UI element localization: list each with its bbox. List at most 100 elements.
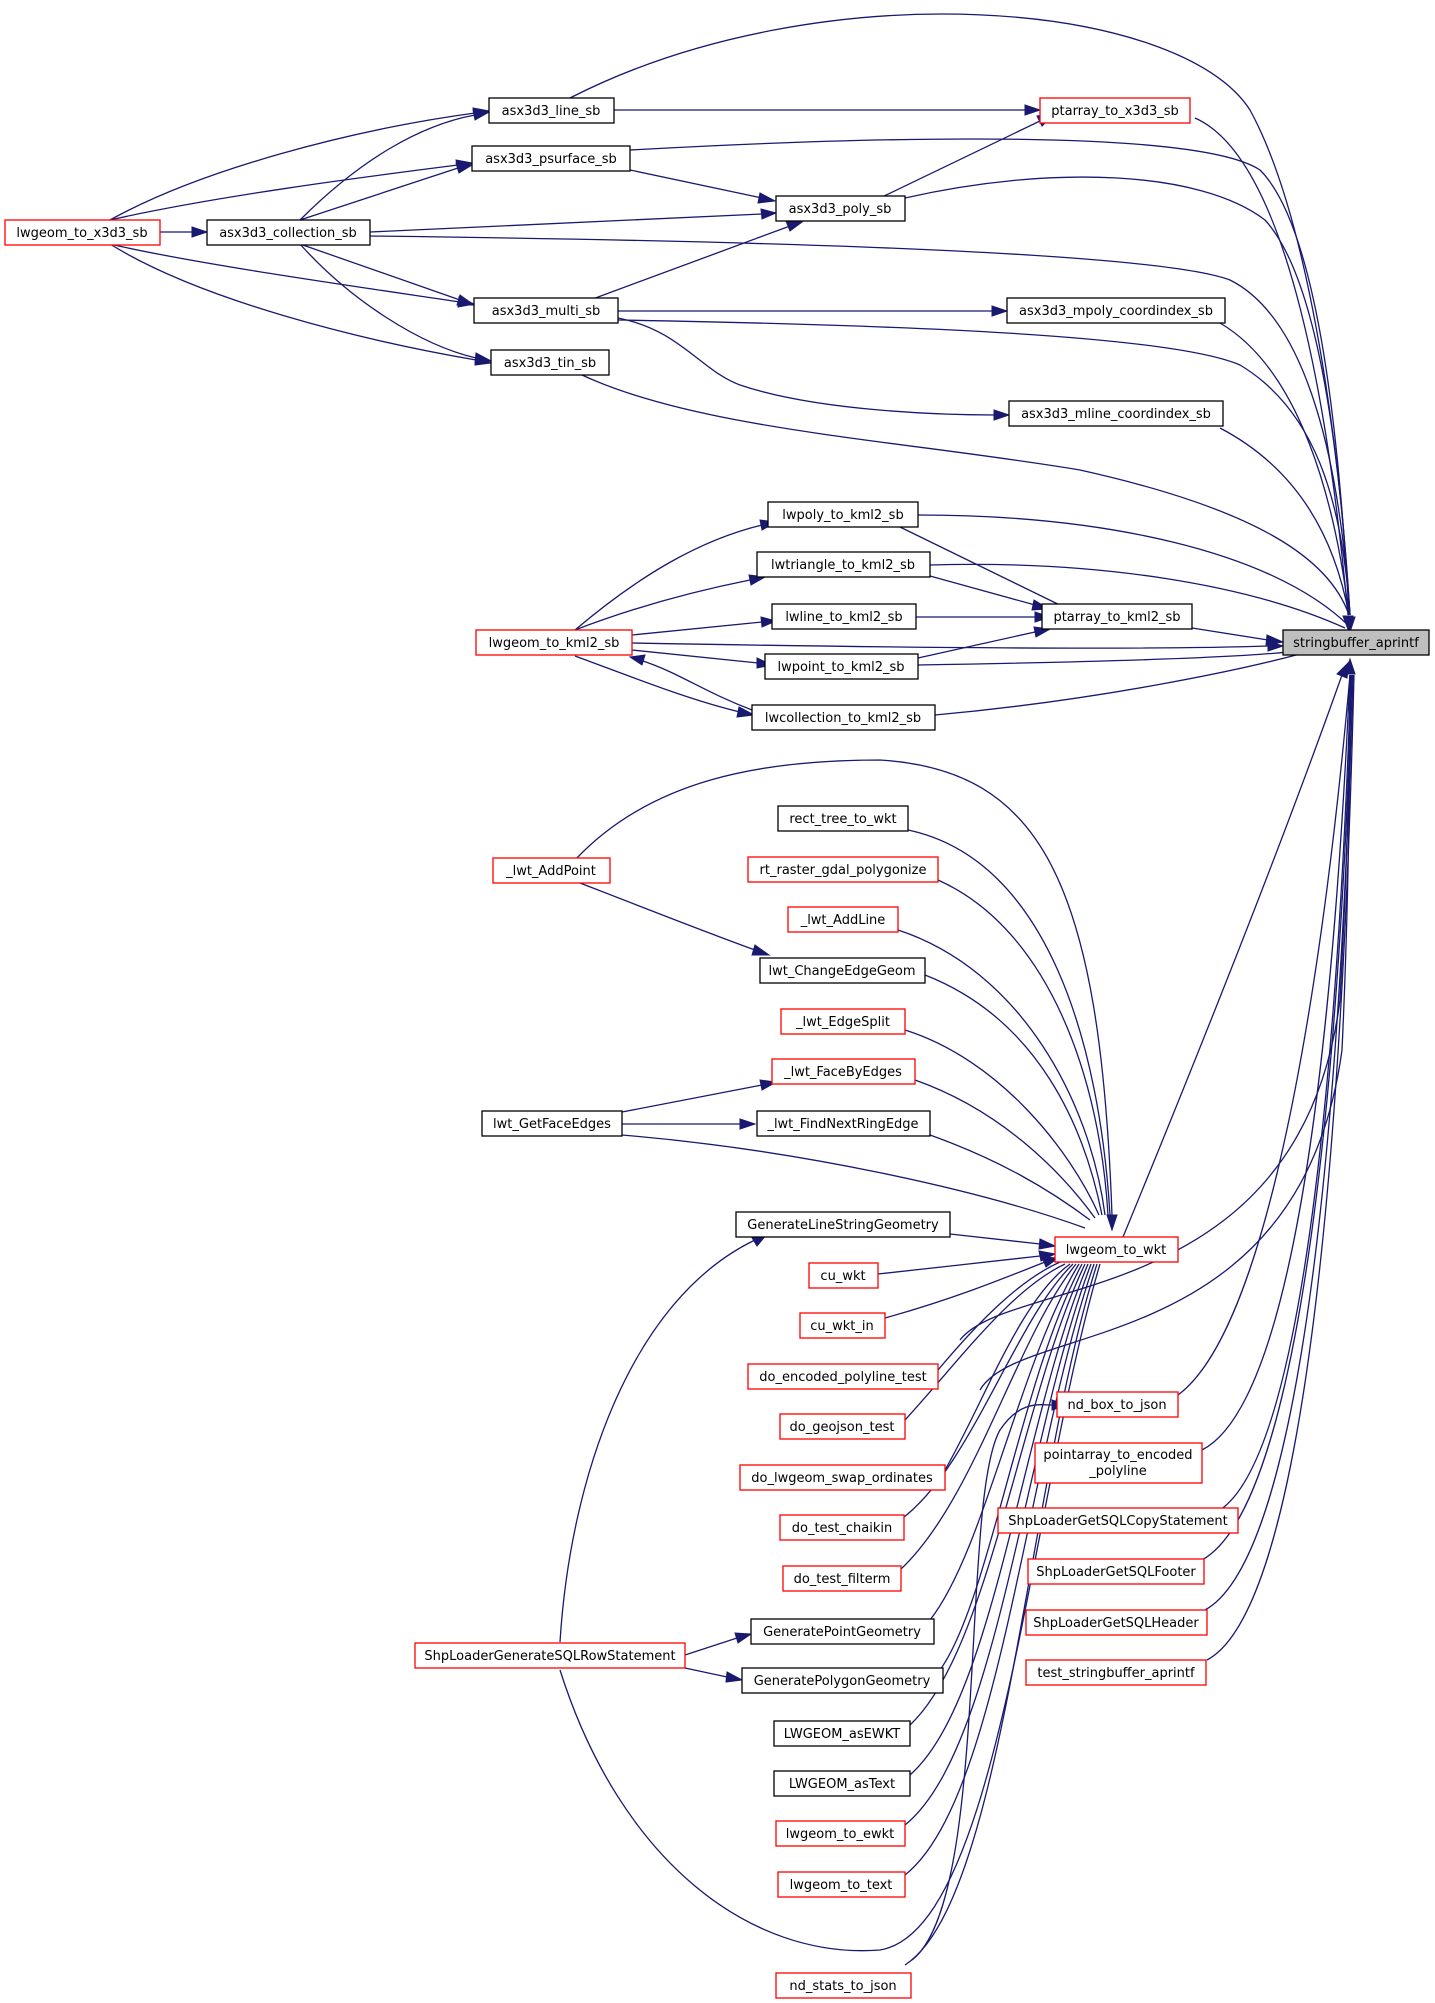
svg-text:ShpLoaderGenerateSQLRowStateme: ShpLoaderGenerateSQLRowStatement bbox=[424, 1649, 675, 1664]
svg-text:cu_wkt_in: cu_wkt_in bbox=[810, 1319, 874, 1334]
node-cu-wkt[interactable]: cu_wkt bbox=[808, 1262, 879, 1289]
node-asx3d3-multi-sb[interactable]: asx3d3_multi_sb bbox=[473, 297, 619, 324]
node-lwt-facebyedges[interactable]: _lwt_FaceByEdges bbox=[771, 1058, 916, 1085]
call-edges bbox=[109, 13, 1356, 1966]
svg-text:lwcollection_to_kml2_sb: lwcollection_to_kml2_sb bbox=[765, 711, 921, 726]
node-lwpoint-to-kml2-sb[interactable]: lwpoint_to_kml2_sb bbox=[764, 653, 919, 680]
edge-lwgeom-asewkt-to-wkt bbox=[909, 1263, 1086, 1726]
edge-do-geojson-to-wkt bbox=[904, 1263, 1066, 1421]
node-rect-tree-to-wkt[interactable]: rect_tree_to_wkt bbox=[777, 805, 909, 832]
node-generatepointgeometry[interactable]: GeneratePointGeometry bbox=[750, 1618, 935, 1645]
node-ptarray-to-x3d3-sb[interactable]: ptarray_to_x3d3_sb bbox=[1039, 97, 1191, 124]
svg-text:asx3d3_psurface_sb: asx3d3_psurface_sb bbox=[485, 152, 617, 167]
node-nd-stats-to-json[interactable]: nd_stats_to_json bbox=[775, 1972, 912, 1999]
node-lwgeom-to-x3d3-sb[interactable]: lwgeom_to_x3d3_sb bbox=[4, 219, 161, 246]
node-nd-box-to-json[interactable]: nd_box_to_json bbox=[1056, 1391, 1179, 1418]
edge-lwgeom-kml2-to-stringbuffer bbox=[631, 640, 1285, 652]
node-lwgeom-to-wkt[interactable]: lwgeom_to_wkt bbox=[1054, 1236, 1179, 1263]
svg-text:do_test_filterm: do_test_filterm bbox=[794, 1572, 891, 1587]
node-lwgeom-to-ewkt[interactable]: lwgeom_to_ewkt bbox=[775, 1820, 906, 1847]
edge-lwline-to-ptarray-kml2 bbox=[916, 611, 1052, 623]
node-asx3d3-collection-sb[interactable]: asx3d3_collection_sb bbox=[206, 219, 371, 246]
node-ptarray-to-kml2-sb[interactable]: ptarray_to_kml2_sb bbox=[1041, 603, 1193, 630]
node-lwgeom-to-text[interactable]: lwgeom_to_text bbox=[777, 1871, 906, 1898]
node-asx3d3-psurface-sb[interactable]: asx3d3_psurface_sb bbox=[471, 145, 631, 172]
node-lwt-edgesplit[interactable]: _lwt_EdgeSplit bbox=[780, 1008, 906, 1035]
edge-lwtriangle-kml2-to-stringbuffer bbox=[929, 563, 1346, 629]
node-generatelinestringgeometry[interactable]: GenerateLineStringGeometry bbox=[735, 1211, 951, 1238]
node-lwline-to-kml2-sb[interactable]: lwline_to_kml2_sb bbox=[771, 603, 917, 630]
edge-arrowhead-stringbuffer-bottom bbox=[1344, 657, 1356, 675]
node-cu-wkt-in[interactable]: cu_wkt_in bbox=[799, 1312, 886, 1339]
node-lwgeom-astext[interactable]: LWGEOM_asText bbox=[773, 1770, 911, 1797]
node-lwt-findnextringedge[interactable]: _lwt_FindNextRingEdge bbox=[756, 1110, 931, 1137]
edge-psurface-to-poly bbox=[629, 169, 777, 204]
edge-shploader-row-to-generatelinestring bbox=[559, 1233, 769, 1643]
node-asx3d3-mpoly-coordindex-sb[interactable]: asx3d3_mpoly_coordindex_sb bbox=[1006, 297, 1226, 324]
edge-mpoly-to-stringbuffer bbox=[1219, 322, 1350, 616]
node-shploadergeneratesqlrowstatement[interactable]: ShpLoaderGenerateSQLRowStatement bbox=[414, 1642, 686, 1669]
node-asx3d3-tin-sb[interactable]: asx3d3_tin_sb bbox=[490, 349, 610, 376]
edge-lwgeom-kml2-to-lwcollection bbox=[574, 655, 756, 718]
svg-text:_polyline: _polyline bbox=[1088, 1464, 1146, 1479]
node-asx3d3-poly-sb[interactable]: asx3d3_poly_sb bbox=[775, 195, 906, 222]
edge-shploader-copy-to-stringbuffer bbox=[1219, 674, 1352, 1511]
svg-text:cu_wkt: cu_wkt bbox=[820, 1269, 865, 1284]
node-generatepolygongeometry[interactable]: GeneratePolygonGeometry bbox=[741, 1667, 944, 1694]
edge-lwcollection-to-lwgeom-kml2 bbox=[628, 654, 753, 711]
edge-generatepoint-to-wkt bbox=[929, 1263, 1080, 1621]
edge-collection-to-multi bbox=[299, 243, 476, 306]
svg-text:ShpLoaderGetSQLFooter: ShpLoaderGetSQLFooter bbox=[1036, 1565, 1196, 1580]
node-pointarray-to-encoded-polyline[interactable]: pointarray_to_encoded _polyline bbox=[1034, 1442, 1203, 1484]
node-shploadergetsqlcopystatement[interactable]: ShpLoaderGetSQLCopyStatement bbox=[997, 1507, 1239, 1534]
node-lwt-getfaceedges[interactable]: lwt_GetFaceEdges bbox=[481, 1110, 623, 1137]
node-lwtriangle-to-kml2-sb[interactable]: lwtriangle_to_kml2_sb bbox=[756, 551, 931, 578]
edge-x3d3-to-tin bbox=[109, 243, 493, 366]
edge-lwgeom-kml2-to-lwpoly bbox=[574, 519, 778, 631]
svg-text:GeneratePolygonGeometry: GeneratePolygonGeometry bbox=[754, 1674, 931, 1689]
node-stringbuffer-aprintf[interactable]: stringbuffer_aprintf bbox=[1282, 629, 1430, 656]
svg-text:pointarray_to_encoded: pointarray_to_encoded bbox=[1043, 1448, 1192, 1463]
edge-cu-wkt-in-to-wkt bbox=[884, 1256, 1060, 1319]
edge-lwpoly-kml2-to-stringbuffer bbox=[917, 514, 1349, 626]
svg-text:do_encoded_polyline_test: do_encoded_polyline_test bbox=[759, 1370, 926, 1385]
svg-text:nd_stats_to_json: nd_stats_to_json bbox=[789, 1979, 896, 1994]
svg-text:lwline_to_kml2_sb: lwline_to_kml2_sb bbox=[785, 610, 902, 625]
node-asx3d3-line-sb[interactable]: asx3d3_line_sb bbox=[488, 97, 615, 124]
node-lwgeom-to-kml2-sb[interactable]: lwgeom_to_kml2_sb bbox=[475, 629, 633, 656]
svg-text:asx3d3_poly_sb: asx3d3_poly_sb bbox=[789, 202, 892, 217]
node-rt-raster-gdal-polygonize[interactable]: rt_raster_gdal_polygonize bbox=[747, 856, 939, 883]
svg-text:asx3d3_tin_sb: asx3d3_tin_sb bbox=[504, 356, 596, 371]
node-lwpoly-to-kml2-sb[interactable]: lwpoly_to_kml2_sb bbox=[767, 501, 919, 528]
edge-multi-to-mline bbox=[617, 317, 1011, 421]
node-lwt-addpoint[interactable]: _lwt_AddPoint bbox=[492, 857, 611, 884]
svg-text:nd_box_to_json: nd_box_to_json bbox=[1067, 1398, 1166, 1413]
edge-psurface-to-stringbuffer bbox=[629, 138, 1350, 616]
node-do-encoded-polyline-test[interactable]: do_encoded_polyline_test bbox=[747, 1363, 939, 1390]
node-test-stringbuffer-aprintf[interactable]: test_stringbuffer_aprintf bbox=[1025, 1659, 1207, 1686]
node-lwt-addline[interactable]: _lwt_AddLine bbox=[787, 906, 899, 933]
svg-text:lwpoly_to_kml2_sb: lwpoly_to_kml2_sb bbox=[782, 508, 903, 523]
svg-text:_lwt_FindNextRingEdge: _lwt_FindNextRingEdge bbox=[766, 1117, 918, 1132]
svg-text:ShpLoaderGetSQLCopyStatement: ShpLoaderGetSQLCopyStatement bbox=[1008, 1514, 1228, 1529]
node-shploadergetsqlheader[interactable]: ShpLoaderGetSQLHeader bbox=[1025, 1609, 1208, 1636]
node-do-geojson-test[interactable]: do_geojson_test bbox=[779, 1413, 906, 1440]
edge-lwt-getfaceedges-to-wkt bbox=[621, 1134, 1086, 1229]
edge-x3d3-to-multi bbox=[109, 243, 476, 308]
edge-do-filterm-to-wkt bbox=[899, 1263, 1077, 1571]
node-lwgeom-asewkt[interactable]: LWGEOM_asEWKT bbox=[773, 1720, 911, 1747]
node-lwt-changeedgegeom[interactable]: lwt_ChangeEdgeGeom bbox=[759, 957, 926, 984]
edge-lwgeom-kml2-to-lwline bbox=[631, 616, 778, 636]
node-do-test-filterm[interactable]: do_test_filterm bbox=[782, 1565, 902, 1592]
edge-lwtriangle-to-ptarray-kml2 bbox=[929, 575, 1051, 611]
node-lwcollection-to-kml2-sb[interactable]: lwcollection_to_kml2_sb bbox=[751, 704, 936, 731]
svg-text:lwpoint_to_kml2_sb: lwpoint_to_kml2_sb bbox=[777, 660, 904, 675]
node-do-lwgeom-swap-ordinates[interactable]: do_lwgeom_swap_ordinates bbox=[739, 1464, 946, 1491]
svg-text:do_geojson_test: do_geojson_test bbox=[790, 1420, 895, 1435]
edge-tin-to-stringbuffer bbox=[581, 374, 1350, 616]
edge-collection-to-tin bbox=[299, 243, 493, 364]
node-shploadergetsqlfooter[interactable]: ShpLoaderGetSQLFooter bbox=[1027, 1558, 1205, 1585]
node-asx3d3-mline-coordindex-sb[interactable]: asx3d3_mline_coordindex_sb bbox=[1008, 400, 1224, 427]
node-do-test-chaikin[interactable]: do_test_chaikin bbox=[779, 1514, 905, 1541]
